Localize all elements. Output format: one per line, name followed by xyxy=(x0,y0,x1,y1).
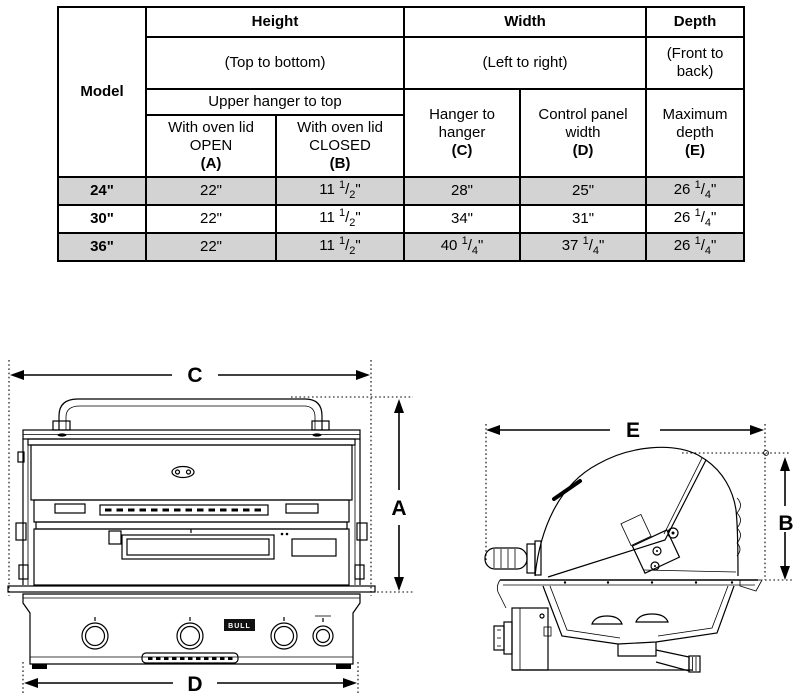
dimension-d-arrow: D xyxy=(24,673,357,695)
col-d-line1: Control panel xyxy=(538,106,628,123)
col-b-line2: CLOSED xyxy=(309,137,371,154)
col-a-line1: With oven lid xyxy=(168,119,254,136)
side-view-diagram: E B xyxy=(484,419,794,673)
firebox-bowl xyxy=(542,585,735,673)
col-d-key: (D) xyxy=(572,142,594,159)
dim-label-e: E xyxy=(626,419,640,442)
value-cell: 37 1/4" xyxy=(519,232,648,262)
hanger-flange xyxy=(7,585,376,593)
col-c-line1: Hanger to xyxy=(429,106,495,123)
col-header-e: Maximum depth (E) xyxy=(645,88,746,178)
side-extension-lines xyxy=(485,424,793,581)
motor-box xyxy=(493,607,692,671)
side-flange xyxy=(496,579,763,609)
value-cell: 28" xyxy=(403,176,522,206)
direction-subheader-row: (Top to bottom) (Left to right) (Front t… xyxy=(58,36,746,90)
value-cell: 26 1/4" xyxy=(645,232,746,262)
table-row-36: 36" 22" 11 1/2" 40 1/4" 37 1/4" 26 1/4" xyxy=(57,232,746,262)
col-d-line2: width xyxy=(565,124,601,141)
value-cell: 11 1/2" xyxy=(274,232,406,262)
value-cell: 34" xyxy=(403,204,522,234)
col-header-c: Hanger to hanger (C) xyxy=(403,88,522,178)
oven-window-section xyxy=(15,439,368,586)
value-cell: 11 1/2" xyxy=(274,176,406,206)
col-c-key: (C) xyxy=(451,142,473,159)
height-group-header: Height xyxy=(144,6,406,38)
col-b-key: (B) xyxy=(329,155,351,172)
spit-handle xyxy=(484,540,542,576)
width-group-header: Width xyxy=(403,6,648,38)
group-header-row: Model Height Width Depth xyxy=(57,6,746,178)
col-c-line2: hanger xyxy=(438,124,486,141)
value-cell: 26 1/4" xyxy=(645,204,746,234)
upper-hanger-row: Upper hanger to top Hanger to hanger (C)… xyxy=(58,88,746,178)
dimension-c-arrow: C xyxy=(10,364,370,387)
vent-strip xyxy=(33,499,350,530)
model-cell: 36" xyxy=(57,232,147,262)
dimension-e-arrow: E xyxy=(486,419,764,442)
col-b-line1: With oven lid xyxy=(297,119,383,136)
dim-label-c: C xyxy=(187,364,202,387)
burner-knob-3 xyxy=(270,617,298,650)
front-extension-lines xyxy=(8,360,413,693)
side-lid-handle xyxy=(552,479,582,501)
dim-label-a: A xyxy=(391,497,406,520)
model-cell: 24" xyxy=(57,176,147,206)
lid-column-row: With oven lid OPEN (A) With oven lid CLO… xyxy=(58,114,744,178)
burner-knob-1 xyxy=(81,617,109,650)
rotisserie-bracket xyxy=(620,513,681,574)
col-header-d: Control panel width (D) xyxy=(519,88,648,178)
spec-table: Model Height Width Depth (Top to bottom)… xyxy=(57,6,746,262)
value-cell: 22" xyxy=(145,232,277,262)
col-header-b: With oven lid CLOSED (B) xyxy=(274,114,406,178)
burner-knob-2 xyxy=(176,617,204,650)
value-cell: 25" xyxy=(519,176,648,206)
table-row-30: 30" 22" 11 1/2" 34" 31" 26 1/4" xyxy=(57,204,746,234)
grill-handle xyxy=(52,398,330,431)
depth-direction: (Front to back) xyxy=(645,36,746,90)
table-row-24: 24" 22" 11 1/2" 28" 25" 26 1/4" xyxy=(57,176,746,206)
model-cell: 30" xyxy=(57,204,147,234)
value-cell: 26 1/4" xyxy=(645,176,746,206)
control-panel-base: BULL xyxy=(22,593,361,669)
col-e-line2: depth xyxy=(676,124,714,141)
front-view-diagram: C A D xyxy=(7,360,413,695)
side-lid-profile xyxy=(534,446,741,578)
value-cell: 22" xyxy=(145,176,277,206)
col-a-line2: OPEN xyxy=(189,137,233,154)
rotisserie-knob xyxy=(312,615,334,647)
brand-badge: BULL xyxy=(224,619,255,631)
depth-group-header: Depth xyxy=(645,6,746,38)
model-header: Model xyxy=(57,6,147,178)
col-e-key: (E) xyxy=(685,142,706,159)
brand-badge-text: BULL xyxy=(228,623,251,630)
value-cell: 40 1/4" xyxy=(403,232,522,262)
lid-logo xyxy=(171,465,195,479)
dim-label-b: B xyxy=(778,512,793,535)
value-cell: 22" xyxy=(145,204,277,234)
dimension-a-arrow: A xyxy=(391,399,407,591)
col-header-a: With oven lid OPEN (A) xyxy=(145,114,277,178)
value-cell: 31" xyxy=(519,204,648,234)
grill-lid xyxy=(17,429,361,501)
dimension-b-arrow: B xyxy=(778,457,794,580)
dim-label-d: D xyxy=(187,673,202,695)
width-direction: (Left to right) xyxy=(403,36,648,90)
upper-hanger-header: Upper hanger to top xyxy=(144,88,406,116)
col-a-key: (A) xyxy=(200,155,222,172)
height-direction: (Top to bottom) xyxy=(144,36,406,90)
col-e-line1: Maximum xyxy=(662,106,728,123)
drawer-handle xyxy=(141,652,239,664)
value-cell: 11 1/2" xyxy=(274,204,406,234)
